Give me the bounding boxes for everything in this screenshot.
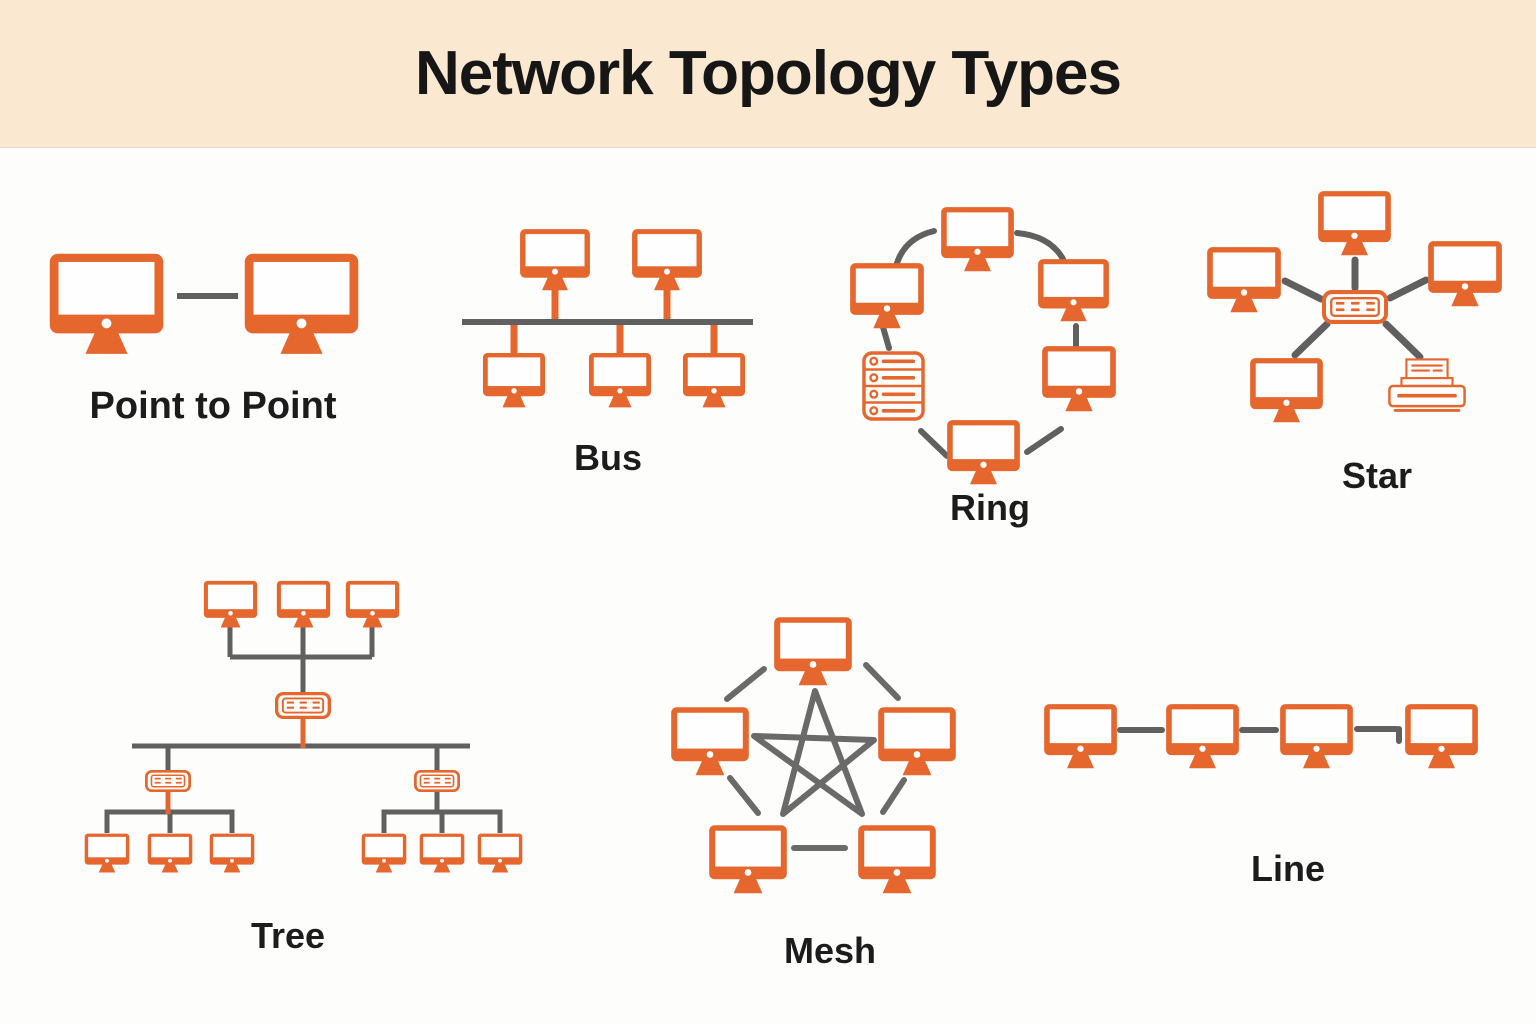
bus-drop-lines — [510, 288, 718, 354]
computer-monitor-icon — [1044, 704, 1117, 769]
page-title: Network Topology Types — [415, 39, 1122, 108]
computer-monitor-icon — [147, 833, 193, 873]
computer-monitor-icon — [1280, 704, 1353, 769]
star-spokes — [1281, 256, 1430, 361]
server-rack-icon — [862, 351, 925, 421]
topology-label-line: Line — [1250, 848, 1326, 889]
computer-monitor-icon — [1250, 358, 1323, 423]
computer-monitor-icon — [345, 580, 400, 628]
topology-label-mesh: Mesh — [783, 930, 877, 971]
topology-label-bus: Bus — [573, 437, 643, 478]
bus-diagram — [462, 229, 753, 408]
network-hub-icon — [145, 770, 191, 792]
computer-monitor-icon — [709, 825, 787, 894]
mesh-links — [724, 662, 907, 851]
star-diagram — [1207, 191, 1502, 423]
tree-hub-stems — [165, 719, 306, 814]
computer-monitor-icon — [588, 352, 652, 408]
tree-links — [104, 626, 503, 833]
line-diagram — [1044, 704, 1478, 769]
computer-monitor-icon — [850, 263, 924, 329]
computer-monitor-icon — [477, 833, 523, 873]
computer-monitor-icon — [203, 580, 258, 628]
computer-monitor-icon — [1207, 247, 1281, 313]
computer-monitor-icon — [682, 352, 746, 408]
computer-monitor-icon — [419, 833, 465, 873]
computer-monitor-icon — [49, 253, 164, 354]
computer-monitor-icon — [671, 707, 749, 776]
network-hub-icon — [414, 770, 460, 792]
network-hub-icon — [275, 692, 331, 719]
computer-monitor-icon — [1042, 346, 1116, 412]
header-band: Network Topology Types — [0, 0, 1536, 148]
network-hub-icon — [1324, 292, 1386, 322]
topology-label-point-to-point: Point to Point — [89, 385, 337, 427]
topology-label-ring: Ring — [950, 487, 1030, 528]
computer-monitor-icon — [1318, 191, 1391, 256]
computer-monitor-icon — [941, 207, 1014, 272]
computer-monitor-icon — [858, 825, 936, 894]
computer-monitor-icon — [244, 253, 359, 354]
printer-icon — [1388, 358, 1466, 414]
computer-monitor-icon — [1428, 241, 1502, 307]
computer-monitor-icon — [947, 420, 1020, 485]
computer-monitor-icon — [1038, 259, 1109, 322]
topology-label-tree: Tree — [250, 915, 326, 956]
tree-diagram — [84, 580, 523, 873]
line-links — [1117, 726, 1402, 744]
computer-monitor-icon — [482, 352, 546, 408]
computer-monitor-icon — [209, 833, 255, 873]
point-to-point-diagram — [49, 253, 359, 354]
computer-monitor-icon — [1166, 704, 1239, 769]
computer-monitor-icon — [84, 833, 130, 873]
mesh-diagram — [671, 617, 956, 894]
topology-label-star: Star — [1341, 455, 1413, 496]
computer-monitor-icon — [774, 617, 852, 686]
computer-monitor-icon — [1405, 704, 1478, 769]
computer-monitor-icon — [520, 229, 590, 291]
computer-monitor-icon — [878, 707, 956, 776]
computer-monitor-icon — [632, 229, 702, 291]
computer-monitor-icon — [361, 833, 407, 873]
ring-diagram — [850, 207, 1116, 485]
computer-monitor-icon — [276, 580, 331, 628]
